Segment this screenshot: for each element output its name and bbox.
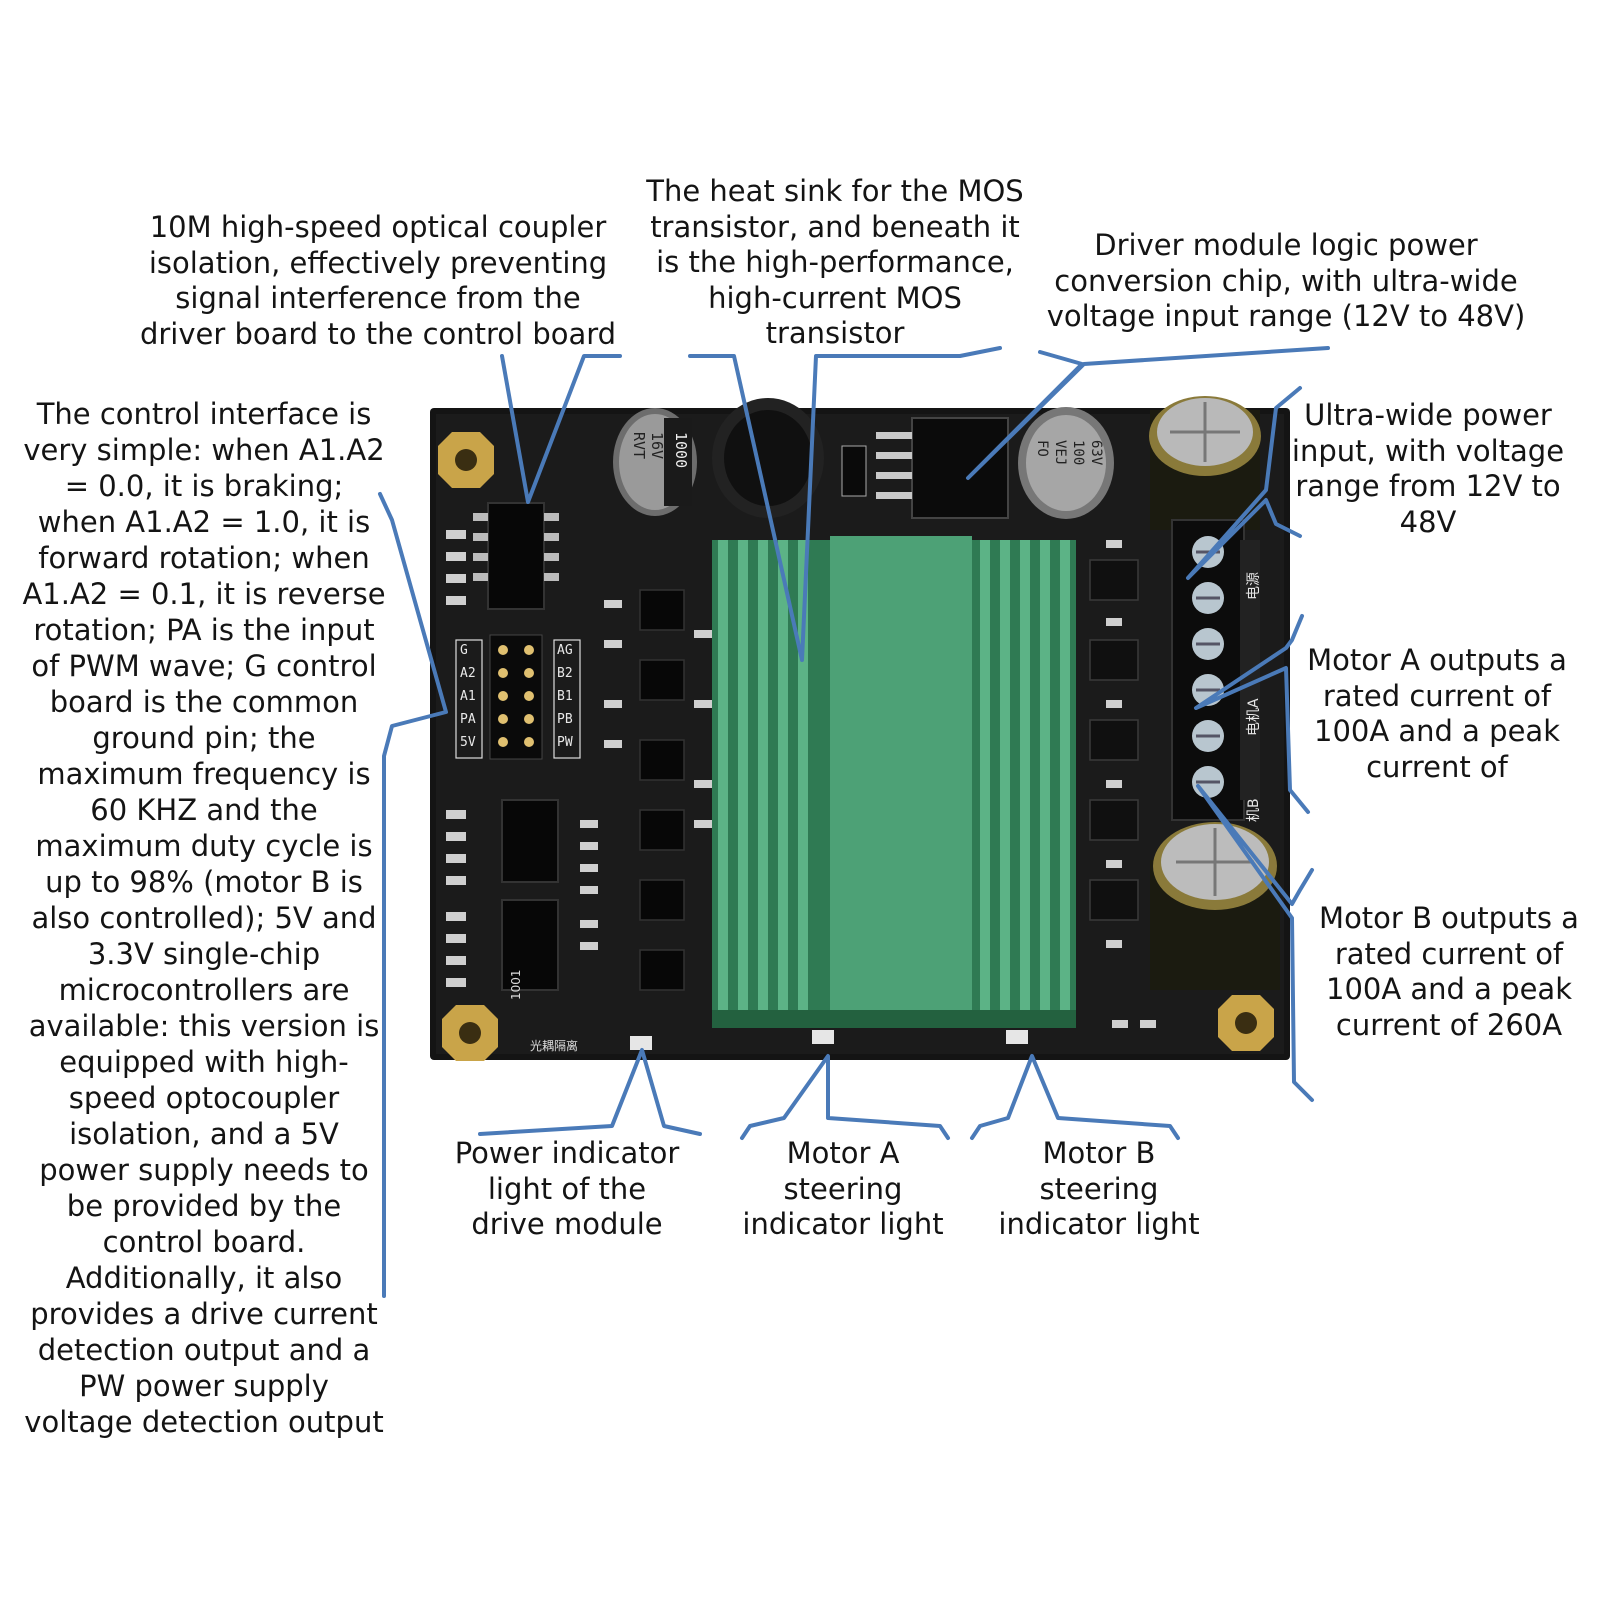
svg-text:VEJ: VEJ	[1052, 440, 1068, 465]
svg-text:机B: 机B	[1246, 798, 1262, 822]
terminal-silkscreen: 电源 电机A 机B	[1246, 572, 1262, 822]
svg-text:FO: FO	[1034, 440, 1050, 457]
leader-logic-power	[966, 346, 1330, 480]
svg-text:PW: PW	[557, 735, 573, 750]
logic-power-chip	[841, 417, 1009, 519]
optocoupler-chip	[473, 502, 559, 610]
label-power-indicator: Power indicator light of the drive modul…	[454, 1136, 680, 1241]
svg-text:RVT: RVT	[630, 432, 648, 459]
capacitor-1000uf: 1000 16V RVT	[613, 408, 697, 516]
leader-motor-a	[1194, 614, 1310, 814]
leader-power-indicator	[478, 1048, 702, 1136]
led-power	[630, 1036, 652, 1050]
bottom-silkscreen: 光耦隔离 1001	[509, 969, 578, 1053]
leader-motor-a-indicator	[740, 1054, 950, 1140]
svg-text:100: 100	[1070, 440, 1086, 465]
svg-text:A1: A1	[460, 689, 476, 704]
leader-power-input	[1186, 386, 1302, 580]
svg-text:16V: 16V	[648, 432, 666, 459]
label-motor-b-output: Motor B outputs a rated current of 100A …	[1319, 901, 1579, 1042]
label-motor-b-indicator: Motor B steering indicator light	[998, 1136, 1200, 1241]
leader-motor-b	[1196, 784, 1314, 1102]
svg-text:电机A: 电机A	[1246, 698, 1262, 736]
svg-text:B2: B2	[557, 666, 573, 681]
leader-motor-b-indicator	[970, 1054, 1180, 1140]
pin-labels-right: AG B2 B1 PB PW	[553, 639, 581, 759]
leader-lines	[378, 346, 1330, 1298]
label-motor-a-indicator: Motor A steering indicator light	[742, 1136, 944, 1241]
svg-text:AG: AG	[557, 643, 573, 658]
driver-ics	[639, 589, 685, 991]
led-motor-a	[812, 1030, 834, 1044]
capacitor-large-top	[1149, 396, 1261, 530]
svg-text:5V: 5V	[460, 735, 476, 750]
mounting-hole-bottom-right	[1218, 995, 1274, 1051]
label-control-interface: The control interface is very simple: wh…	[22, 397, 386, 1439]
mounting-hole-bottom-left	[442, 1005, 498, 1061]
capacitor-100uf: 63V 100 VEJ FO	[1018, 407, 1114, 519]
mos-transistors	[1089, 559, 1139, 921]
pin-labels-left: G A2 A1 PA 5V	[455, 639, 483, 759]
svg-text:B1: B1	[557, 689, 573, 704]
svg-text:A2: A2	[460, 666, 476, 681]
svg-text:1001: 1001	[509, 969, 523, 1000]
control-header	[489, 634, 543, 760]
led-motor-b	[1006, 1030, 1028, 1044]
label-logic-power: Driver module logic power conversion chi…	[1046, 228, 1526, 333]
label-optocoupler: 10M high-speed optical coupler isolation…	[139, 210, 617, 351]
svg-text:PB: PB	[557, 712, 573, 727]
svg-text:1000: 1000	[672, 432, 690, 468]
capacitor-large-bottom	[1150, 822, 1280, 990]
smd-components-right	[1106, 540, 1156, 1028]
svg-text:63V: 63V	[1088, 440, 1104, 466]
smd-components-left	[446, 530, 712, 987]
svg-text:PA: PA	[460, 712, 476, 727]
terminal-block	[1171, 519, 1260, 821]
optocoupler-chip-2	[501, 799, 559, 991]
label-motor-a-output: Motor A outputs a rated current of 100A …	[1307, 643, 1567, 784]
svg-text:光耦隔离: 光耦隔离	[530, 1038, 578, 1053]
heat-sink	[712, 536, 1076, 1028]
mounting-hole-top-left	[438, 432, 494, 488]
label-power-input: Ultra-wide power input, with voltage ran…	[1291, 398, 1565, 539]
label-heat-sink: The heat sink for the MOS transistor, an…	[646, 174, 1024, 350]
leader-heatsink	[688, 346, 1002, 662]
leader-optocoupler	[500, 354, 622, 504]
inductor	[712, 398, 824, 518]
svg-text:电源: 电源	[1246, 572, 1262, 600]
svg-text:G: G	[460, 643, 468, 658]
leader-control-interface	[378, 492, 448, 1298]
